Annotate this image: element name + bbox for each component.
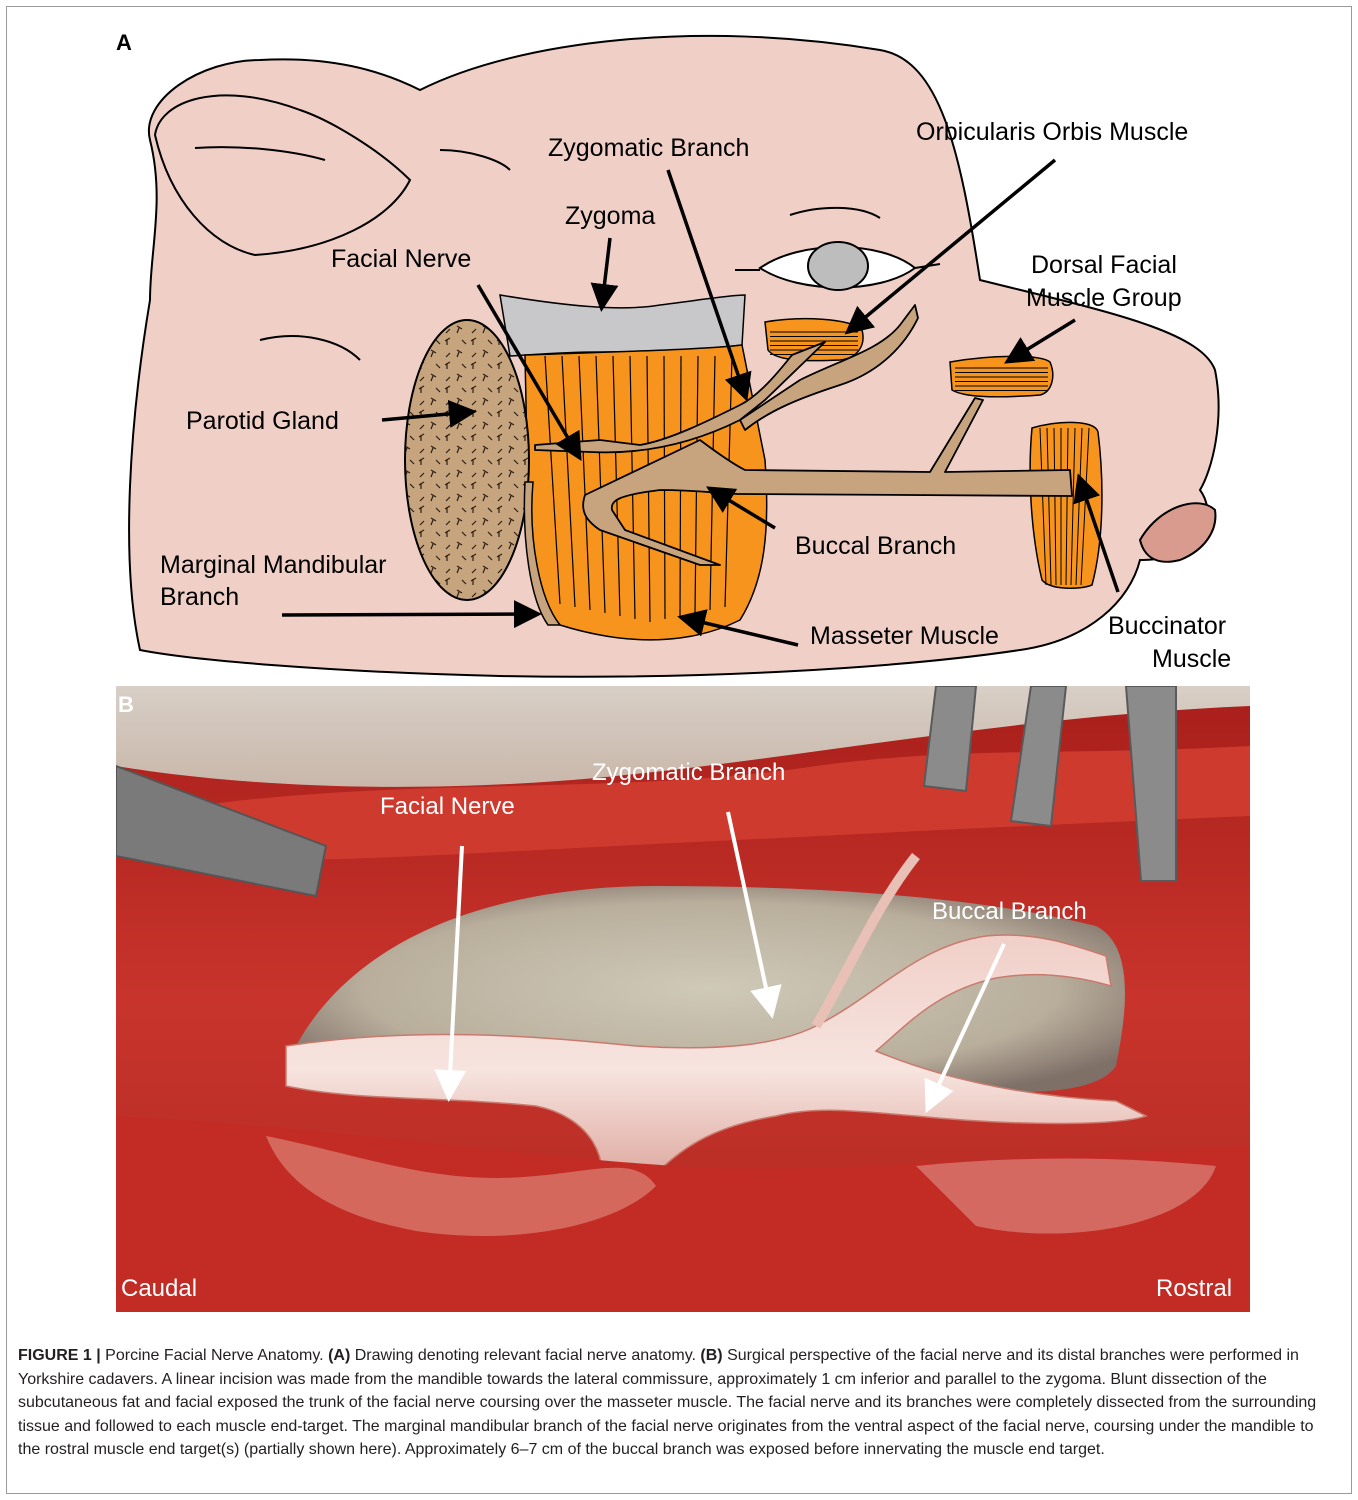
caption-a-text: Drawing denoting relevant facial nerve a… [350,1347,700,1364]
label-facial-nerve: Facial Nerve [331,245,471,273]
label-buccal: Buccal Branch [795,532,956,560]
caption-b-tag: (B) [700,1347,722,1364]
panel-a-drawing: A Zygomatic Branch Orbicularis Orbis Mus… [0,0,1358,690]
label-b-zygomatic: Zygomatic Branch [592,759,785,786]
label-orbicularis: Orbicularis Orbis Muscle [916,118,1188,146]
label-b-caudal: Caudal [121,1275,197,1302]
label-marginal-line1: Marginal Mandibular [160,551,387,579]
label-parotid: Parotid Gland [186,407,339,435]
label-b-rostral: Rostral [1156,1275,1232,1302]
label-zygomatic-branch: Zygomatic Branch [548,134,749,162]
label-marginal-line2: Branch [160,583,239,611]
label-buccinator-line2: Muscle [1152,645,1231,673]
panel-a-letter: A [116,30,132,55]
pig-pupil [808,242,868,290]
label-dorsal-facial-line1: Dorsal Facial [1031,251,1177,279]
figure-caption: FIGURE 1 | Porcine Facial Nerve Anatomy.… [18,1344,1336,1462]
caption-figure-label: FIGURE 1 | [18,1347,101,1364]
caption-a-tag: (A) [328,1347,350,1364]
arrow-marginal [282,614,535,615]
panel-b-photo: B Zygomatic Branch Facial Nerve Buccal B… [116,686,1250,1312]
label-zygoma: Zygoma [565,202,655,230]
caption-title: Porcine Facial Nerve Anatomy. [101,1347,328,1364]
label-masseter: Masseter Muscle [810,622,999,650]
label-b-facial-nerve: Facial Nerve [380,793,515,820]
panel-b-letter: B [118,692,134,717]
label-dorsal-facial-line2: Muscle Group [1026,284,1182,312]
parotid-gland [405,320,529,600]
label-b-buccal: Buccal Branch [932,898,1087,925]
label-buccinator-line1: Buccinator [1108,612,1226,640]
